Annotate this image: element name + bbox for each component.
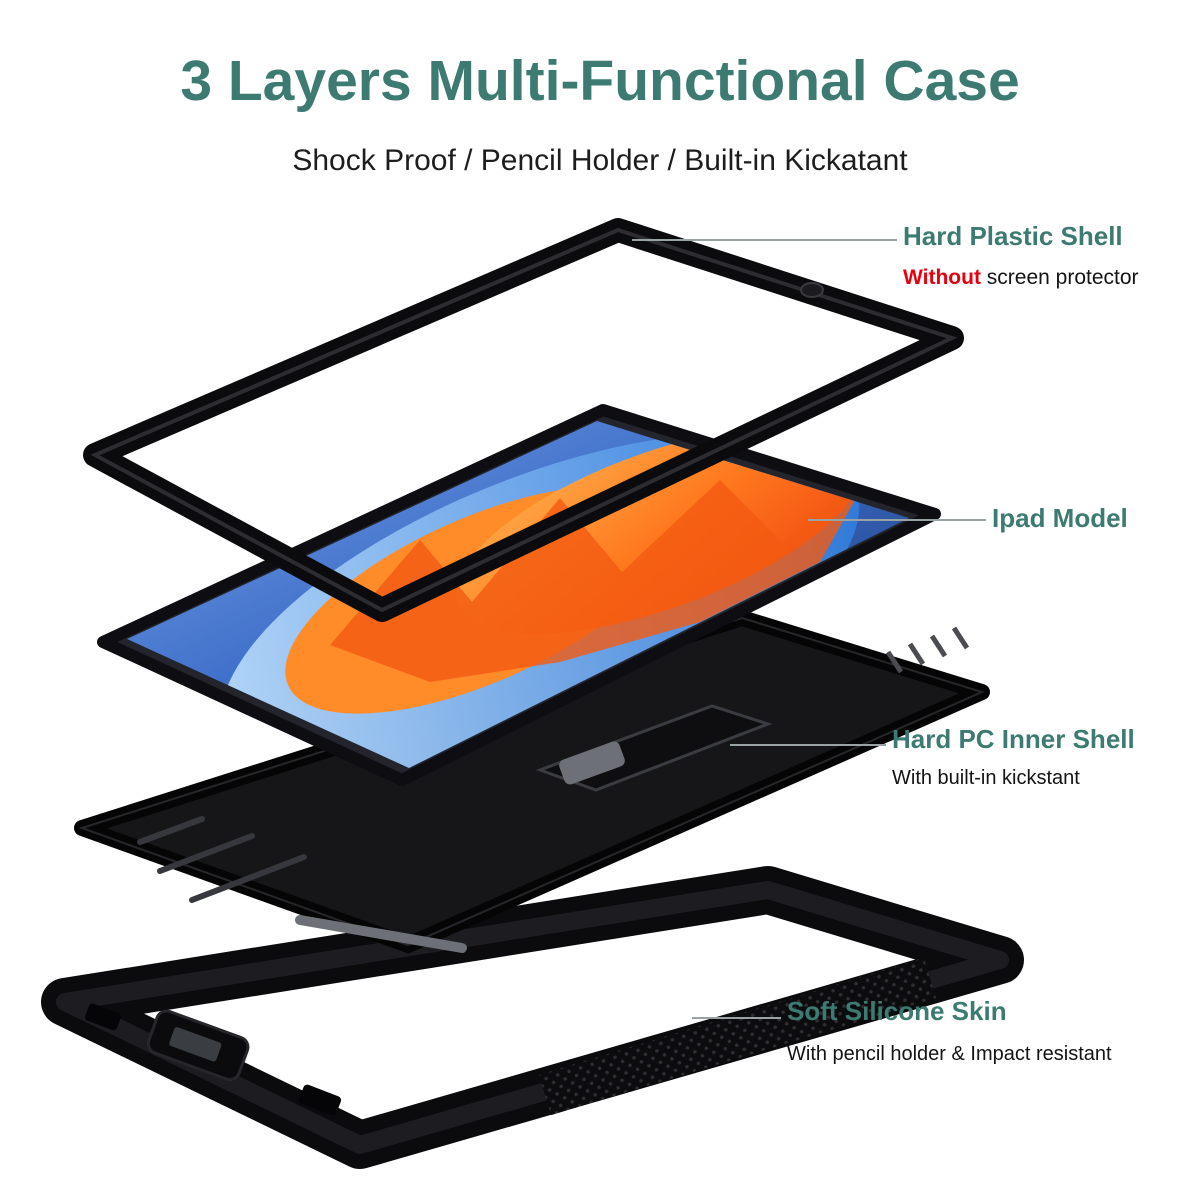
callout-sub-rest: screen protector (980, 266, 1139, 289)
callout-title-hard-pc-inner-shell: Hard PC Inner Shell (892, 724, 1135, 754)
page-title: 3 Layers Multi-Functional Case (180, 49, 1020, 113)
connector-teeth (885, 626, 970, 674)
callout-sub-hard-plastic-shell: Without screen protector (903, 266, 1139, 290)
hard-pc-inner-shell-layer (74, 610, 990, 953)
hard-plastic-shell-layer (83, 218, 964, 622)
port-cutout-left (85, 1003, 121, 1031)
callout-sub-highlight: Without (903, 266, 981, 289)
silicone-inner-edge (56, 881, 1009, 1154)
callout-title-ipad-model: Ipad Model (992, 503, 1128, 533)
callout-leader-lines (632, 239, 986, 1019)
kickstand-hinge (559, 741, 625, 785)
callout-hard-plastic-shell: Hard Plastic Shell Without screen protec… (903, 221, 1139, 290)
callout-title-soft-silicone-skin: Soft Silicone Skin (787, 996, 1007, 1026)
callout-soft-silicone-skin: Soft Silicone Skin With pencil holder & … (787, 996, 1112, 1066)
shell-metal-edge (295, 915, 467, 953)
callout-ipad-model: Ipad Model (992, 503, 1128, 534)
port-cutout-bottom (298, 1084, 342, 1116)
wallpaper-splash-spikes (330, 470, 872, 682)
camera-cutout (800, 282, 824, 298)
callout-sub-soft-silicone-skin: With pencil holder & Impact resistant (787, 1043, 1112, 1065)
callout-hard-pc-inner-shell: Hard PC Inner Shell With built-in kickst… (892, 724, 1135, 790)
soft-silicone-skin-layer (41, 866, 1024, 1169)
callout-title-hard-plastic-shell: Hard Plastic Shell (903, 221, 1123, 251)
shell-bracket-details (137, 816, 307, 903)
pencil-holder (146, 1009, 250, 1082)
grip-texture (538, 957, 937, 1116)
header: 3 Layers Multi-Functional Case Shock Pro… (0, 48, 1200, 178)
callout-sub-hard-pc-inner-shell: With built-in kickstant (892, 767, 1080, 789)
plastic-frame-highlight (90, 227, 958, 613)
page-subtitle: Shock Proof / Pencil Holder / Built-in K… (292, 144, 908, 177)
